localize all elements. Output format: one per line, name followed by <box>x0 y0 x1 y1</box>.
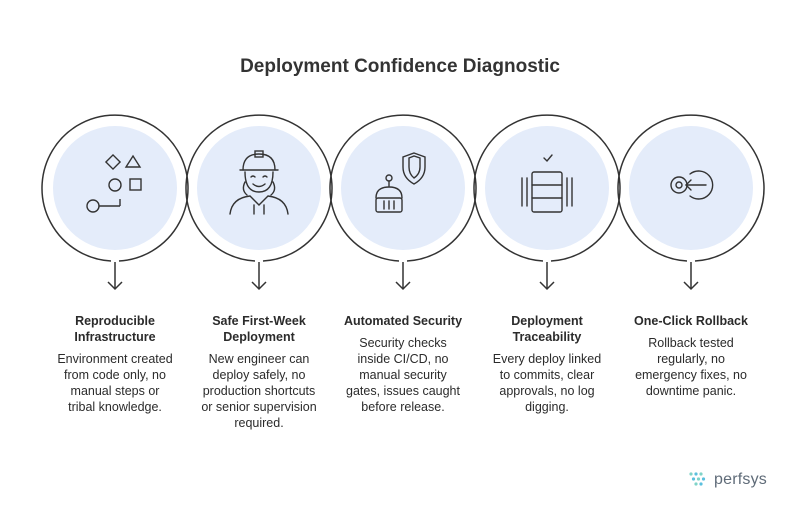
step-1-arrowhead <box>107 281 123 291</box>
step-3-arrowhead <box>395 281 411 291</box>
step-5-description: Rollback tested regularly, no emergency … <box>621 335 761 399</box>
step-3-title-line: Automated Security <box>343 314 463 328</box>
step-3-desc-line: before release. <box>361 400 445 414</box>
step-2-title-line: Deployment <box>223 330 295 344</box>
step-2-title-line: Safe First-Week <box>212 314 306 328</box>
step-2-arrowhead <box>251 281 267 291</box>
brand-name: perfsys <box>714 471 767 488</box>
shapes-icon <box>86 153 142 213</box>
step-2-desc-line: deploy safely, no <box>212 368 306 382</box>
step-3-desc-line: gates, issues caught <box>346 384 460 398</box>
step-2-desc-line: production shortcuts <box>202 384 316 398</box>
server-check-icon <box>521 154 573 213</box>
step-1-title-line: Reproducible <box>75 314 155 328</box>
step-3-desc-line: Security checks <box>359 336 447 350</box>
step-3-arc <box>329 114 477 262</box>
step-3-desc-line: inside CI/CD, no <box>357 352 449 366</box>
dots-logo-icon <box>689 472 706 486</box>
step-1-desc-line: tribal knowledge. <box>68 400 162 414</box>
engineer-icon <box>229 150 289 215</box>
step-4-arc <box>473 114 621 262</box>
step-3-title: Automated Security <box>338 313 468 329</box>
step-1-desc-line: manual steps or <box>70 384 160 398</box>
step-3-desc-line: manual security <box>359 368 447 382</box>
step-1-arc <box>41 114 189 262</box>
step-2-title: Safe First-Week Deployment <box>194 313 324 345</box>
step-2-desc-line: or senior supervision <box>201 400 317 414</box>
page-title: Deployment Confidence Diagnostic <box>240 56 560 77</box>
step-4-title-line: Traceability <box>512 330 582 344</box>
step-5-desc-line: Rollback tested <box>648 336 734 350</box>
step-1 <box>41 114 189 291</box>
brand-logo[interactable]: perfsys <box>688 470 767 490</box>
rollback-icon <box>670 170 714 200</box>
step-4-title-line: Deployment <box>511 314 583 328</box>
robot-shield-icon <box>375 152 426 213</box>
step-2-arc <box>185 114 333 262</box>
step-2-circle <box>197 126 321 250</box>
step-1-desc-line: from code only, no <box>64 368 166 382</box>
step-4-desc-line: to commits, clear <box>499 368 595 382</box>
step-1-title: Reproducible Infrastructure <box>50 313 180 345</box>
step-1-desc-line: Environment created <box>57 352 173 366</box>
step-4-title: Deployment Traceability <box>482 313 612 345</box>
step-5-arc <box>617 114 765 262</box>
step-1-title-line: Infrastructure <box>74 330 156 344</box>
step-4-desc-line: digging. <box>525 400 569 414</box>
step-4-desc-line: approvals, no log <box>499 384 595 398</box>
step-1-circle <box>53 126 177 250</box>
step-2-desc-line: New engineer can <box>208 352 310 366</box>
step-5-title: One-Click Rollback <box>626 313 756 329</box>
step-4-circle <box>485 126 609 250</box>
step-5 <box>617 114 765 291</box>
step-5-arrowhead <box>683 281 699 291</box>
step-2-desc-line: required. <box>234 416 284 430</box>
step-1-description: Environment created from code only, no m… <box>45 351 185 415</box>
step-3 <box>329 114 477 291</box>
step-4 <box>473 114 621 291</box>
step-5-desc-line: emergency fixes, no <box>635 368 747 382</box>
step-4-arrowhead <box>539 281 555 291</box>
step-5-desc-line: regularly, no <box>657 352 725 366</box>
step-3-description: Security checks inside CI/CD, no manual … <box>333 335 473 415</box>
step-5-circle <box>629 126 753 250</box>
step-4-desc-line: Every deploy linked <box>492 352 602 366</box>
step-5-title-line: One-Click Rollback <box>634 314 748 328</box>
step-3-circle <box>341 126 465 250</box>
step-4-description: Every deploy linked to commits, clear ap… <box>477 351 617 415</box>
step-5-desc-line: downtime panic. <box>645 384 737 398</box>
step-2-description: New engineer can deploy safely, no produ… <box>189 351 329 431</box>
step-2 <box>185 114 333 291</box>
